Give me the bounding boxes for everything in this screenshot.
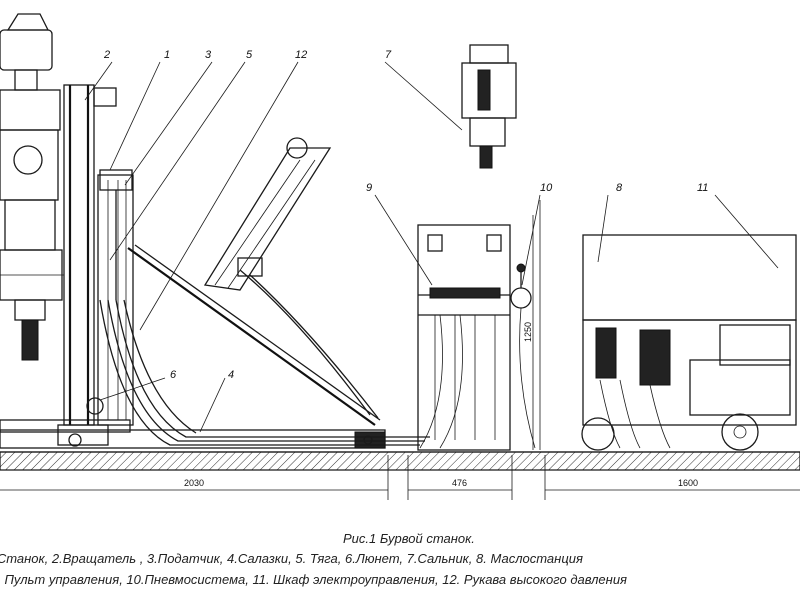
- callout-11: 11: [697, 182, 708, 194]
- control-panel: [417, 224, 511, 451]
- callout-12: 12: [295, 49, 307, 61]
- legend-line-1: 1.Станок, 2.Вращатель , 3.Податчик, 4.Са…: [0, 551, 583, 566]
- ground-strip: [0, 451, 800, 471]
- dim-mid: 476: [452, 478, 467, 488]
- hydraulic-station: [582, 234, 797, 449]
- figure-title: Рис.1 Бурвой станок.: [343, 531, 475, 546]
- callout-10: 10: [540, 182, 553, 194]
- feeder-unit: [99, 169, 133, 300]
- rig-mast: [57, 84, 134, 446]
- sled-base: [0, 419, 386, 449]
- hose-boom: [203, 137, 379, 419]
- pneumatic-system: [510, 200, 541, 450]
- dim-right: 1600: [678, 478, 698, 488]
- lunette: [68, 397, 104, 447]
- callout-1: 1: [164, 49, 170, 61]
- dim-left: 2030: [184, 478, 204, 488]
- hydraulic-station-wheels: [581, 413, 759, 451]
- callout-9: 9: [366, 182, 372, 194]
- callout-labels: 1 2 3 5 12 7 6 4 9 10 8 11: [103, 49, 708, 381]
- gland-seal: [461, 44, 517, 169]
- callout-2: 2: [103, 49, 110, 61]
- rotator-head: [0, 13, 64, 361]
- callout-3: 3: [205, 49, 212, 61]
- dimension-lines: 2030 476 1600 1250: [0, 215, 800, 500]
- legend-line-2: 9. Пульт управления, 10.Пневмосистема, 1…: [0, 572, 627, 587]
- leader-lines: [84, 61, 779, 433]
- hose-bundle: [99, 299, 430, 446]
- pull-rod: [127, 244, 381, 426]
- callout-7: 7: [385, 49, 392, 61]
- dim-vertical: 1250: [523, 322, 533, 342]
- callout-8: 8: [616, 182, 623, 194]
- callout-4: 4: [228, 369, 234, 381]
- callout-5: 5: [246, 49, 253, 61]
- callout-6: 6: [170, 369, 177, 381]
